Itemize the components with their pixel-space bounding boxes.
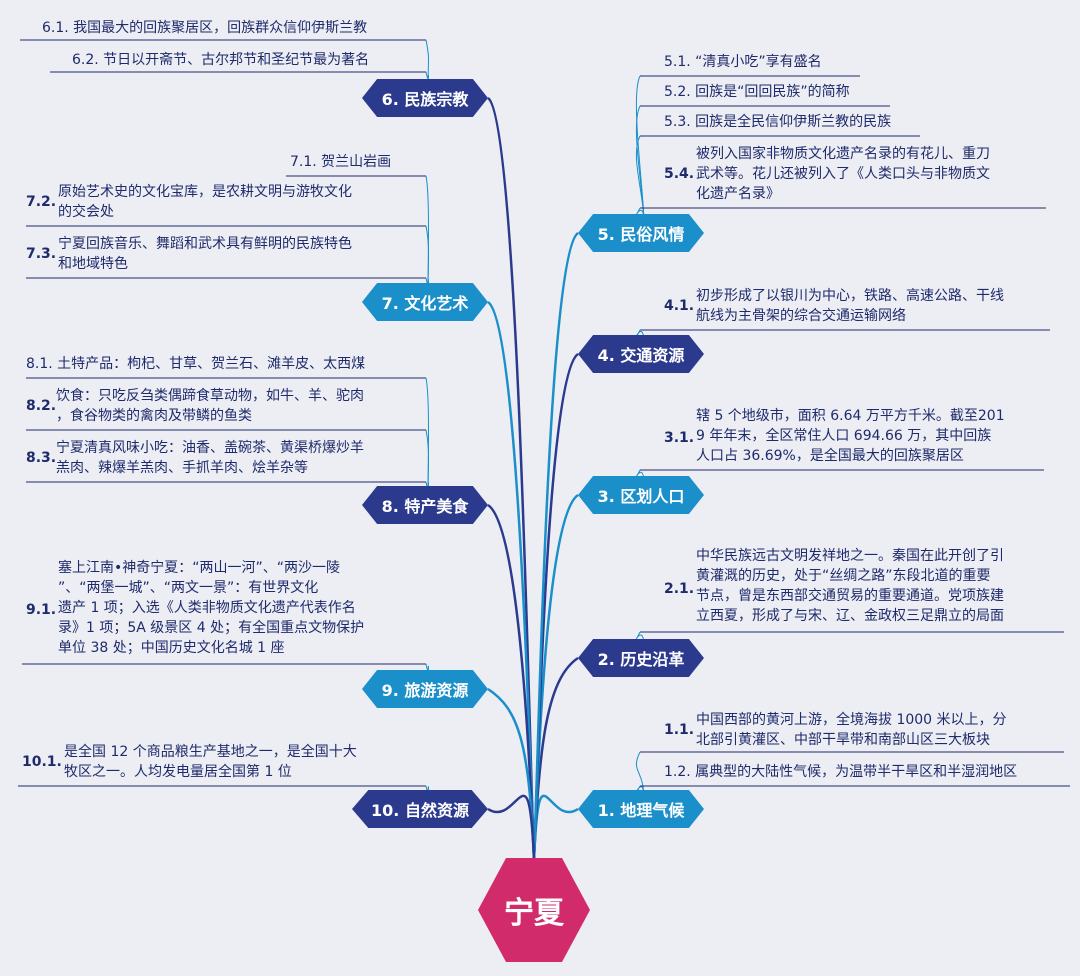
branch-6-node[interactable]: 6. 民族宗教 (362, 79, 488, 117)
branch-3-label: 3. 区划人口 (597, 487, 685, 506)
leaf-5-2: 5.2. 回族是“回回民族”的简称 (664, 82, 1044, 104)
leaf-6-1: 6.1. 我国最大的回族聚居区，回族群众信仰伊斯兰教 (42, 18, 442, 40)
leaf-1-1-text: 中国西部的黄河上游，全境海拔 1000 米以上，分 北部引黄灌区、中部干旱带和南… (696, 712, 1007, 748)
leaf-5-3: 5.3. 回族是全民信仰伊斯兰教的民族 (664, 112, 1044, 134)
leaf-4-1-number: 4.1. (664, 298, 695, 314)
leaf-8-2-text: 饮食：只吃反刍类偶蹄食草动物，如牛、羊、驼肉 ，食谷物类的禽肉及带鳞的鱼类 (56, 388, 364, 424)
leaf-8-2-number: 8.2. (26, 398, 57, 414)
branch-10-label: 10. 自然资源 (371, 801, 469, 820)
leaf-1-2: 1.2. 属典型的大陆性气候，为温带半干旱区和半湿润地区 (664, 762, 1074, 784)
leaf-5-1-text: 5.1. “清真小吃”享有盛名 (664, 54, 822, 70)
leaf-10-1: 10.1. 是全国 12 个商品粮生产基地之一，是全国十大 牧区之一。人均发电量… (22, 742, 422, 784)
leaf-6-1-text: 6.1. 我国最大的回族聚居区，回族群众信仰伊斯兰教 (42, 20, 368, 36)
leaf-8-1-text: 8.1. 土特产品：枸杞、甘草、贺兰石、滩羊皮、太西煤 (26, 356, 366, 372)
leaf-7-3-number: 7.3. (26, 246, 57, 262)
branch-3-node[interactable]: 3. 区划人口 (578, 476, 704, 514)
branch-8-label: 8. 特产美食 (381, 497, 469, 516)
leaf-1-2-text: 1.2. 属典型的大陆性气候，为温带半干旱区和半湿润地区 (664, 764, 1018, 780)
branch-2-label: 2. 历史沿革 (597, 650, 685, 669)
leaf-6-2: 6.2. 节日以开斋节、古尔邦节和圣纪节最为著名 (72, 50, 432, 72)
branch-5-label: 5. 民俗风情 (597, 225, 685, 244)
branch-8-node[interactable]: 8. 特产美食 (362, 486, 488, 524)
leaf-5-4-number: 5.4. (664, 166, 695, 182)
leaf-3-1: 3.1. 辖 5 个地级市，面积 6.64 万平方千米。截至201 9 年年末，… (664, 406, 1064, 468)
trunk-right-5 (532, 231, 579, 861)
leaf-10-1-number: 10.1. (22, 754, 62, 770)
leaf-8-3-text: 宁夏清真风味小吃：油香、盖碗茶、黄渠桥爆炒羊 羔肉、辣爆羊羔肉、手抓羊肉、烩羊杂… (56, 440, 364, 476)
branch-2-node[interactable]: 2. 历史沿革 (578, 639, 704, 677)
trunk-left-5 (487, 794, 536, 861)
leaf-5-4: 5.4. 被列入国家非物质文化遗产名录的有花儿、重刀 武术等。花儿还被列入了《人… (664, 144, 1064, 206)
branch-6-label: 6. 民族宗教 (381, 90, 469, 109)
leaf-2-1-number: 2.1. (664, 581, 695, 597)
leaf-1-1: 1.1. 中国西部的黄河上游，全境海拔 1000 米以上，分 北部引黄灌区、中部… (664, 710, 1064, 752)
leaf-7-2-number: 7.2. (26, 194, 57, 210)
branch-4-node[interactable]: 4. 交通资源 (578, 335, 704, 373)
center-label: 宁夏 (504, 896, 564, 931)
leaf-2-1-text: 中华民族远古文明发祥地之一。秦国在此开创了引 黄灌溉的历史，处于“丝绸之路”东段… (696, 548, 1004, 624)
branch-7-node[interactable]: 7. 文化艺术 (362, 283, 488, 321)
leaf-1-1-number: 1.1. (664, 722, 695, 738)
leaf-5-3-text: 5.3. 回族是全民信仰伊斯兰教的民族 (664, 114, 892, 130)
leaf-9-1-number: 9.1. (26, 602, 57, 618)
leaf-10-1-text: 是全国 12 个商品粮生产基地之一，是全国十大 牧区之一。人均发电量居全国第 1… (64, 744, 357, 780)
leaf-5-1: 5.1. “清真小吃”享有盛名 (664, 52, 1044, 74)
branch-9-label: 9. 旅游资源 (381, 681, 469, 700)
leaf-5-4-text: 被列入国家非物质文化遗产名录的有花儿、重刀 武术等。花儿还被列入了《人类口头与非… (696, 146, 990, 202)
leaf-8-1: 8.1. 土特产品：枸杞、甘草、贺兰石、滩羊皮、太西煤 (26, 354, 426, 376)
leaf-7-2-text: 原始艺术史的文化宝库，是农耕文明与游牧文化 的交会处 (58, 184, 352, 220)
leaf-9-1: 9.1. 塞上江南•神奇宁夏：“两山一河”、“两沙一陵 ”、“两堡一城”、“两文… (26, 558, 426, 662)
leaf-6-2-text: 6.2. 节日以开斋节、古尔邦节和圣纪节最为著名 (72, 52, 370, 68)
branch-7-label: 7. 文化艺术 (381, 294, 469, 313)
leaf-5-2-text: 5.2. 回族是“回回民族”的简称 (664, 84, 850, 100)
trunk-right-1 (532, 794, 579, 861)
leaf-3-1-text: 辖 5 个地级市，面积 6.64 万平方千米。截至201 9 年年末，全区常住人… (696, 408, 1005, 464)
leaf-8-2: 8.2. 饮食：只吃反刍类偶蹄食草动物，如牛、羊、驼肉 ，食谷物类的禽肉及带鳞的… (26, 386, 426, 428)
trunk-right-4 (532, 352, 579, 861)
leaf-7-1: 7.1. 贺兰山岩画 (290, 152, 430, 174)
branch-9-node[interactable]: 9. 旅游资源 (362, 670, 488, 708)
leaf-7-2: 7.2. 原始艺术史的文化宝库，是农耕文明与游牧文化 的交会处 (26, 182, 426, 224)
leaf-7-1-text: 7.1. 贺兰山岩画 (290, 154, 392, 170)
leaf-7-3-text: 宁夏回族音乐、舞蹈和武术具有鲜明的民族特色 和地域特色 (58, 236, 352, 272)
leaf-7-3: 7.3. 宁夏回族音乐、舞蹈和武术具有鲜明的民族特色 和地域特色 (26, 234, 426, 276)
leaf-4-1: 4.1. 初步形成了以银川为中心，铁路、高速公路、干线 航线为主骨架的综合交通运… (664, 286, 1064, 328)
branch-1-label: 1. 地理气候 (597, 801, 685, 820)
leaf-8-3-number: 8.3. (26, 450, 57, 466)
leaf-9-1-text: 塞上江南•神奇宁夏：“两山一河”、“两沙一陵 ”、“两堡一城”、“两文一景”：有… (58, 560, 365, 656)
branch-5-node[interactable]: 5. 民俗风情 (578, 214, 704, 252)
leaf-8-3: 8.3. 宁夏清真风味小吃：油香、盖碗茶、黄渠桥爆炒羊 羔肉、辣爆羊羔肉、手抓羊… (26, 438, 426, 480)
leaf-2-1: 2.1. 中华民族远古文明发祥地之一。秦国在此开创了引 黄灌溉的历史，处于“丝绸… (664, 546, 1064, 630)
leaf-4-1-text: 初步形成了以银川为中心，铁路、高速公路、干线 航线为主骨架的综合交通运输网络 (696, 288, 1004, 324)
branch-4-label: 4. 交通资源 (597, 346, 685, 365)
leaf-3-1-number: 3.1. (664, 430, 695, 446)
branch-10-node[interactable]: 10. 自然资源 (352, 790, 488, 828)
branch-1-node[interactable]: 1. 地理气候 (578, 790, 704, 828)
